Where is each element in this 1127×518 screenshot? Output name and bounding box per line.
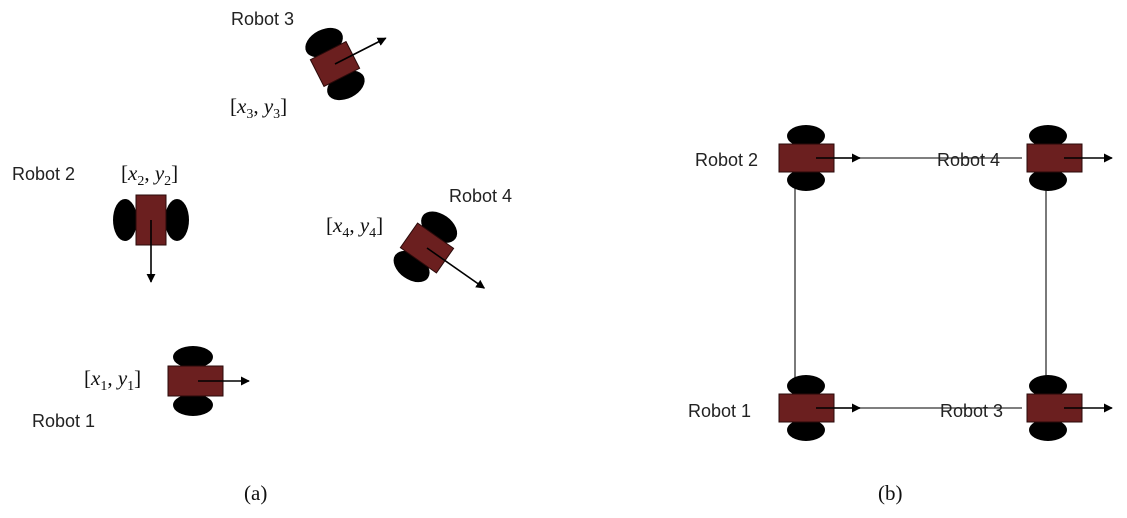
heading-arrow-icon — [426, 247, 486, 289]
robot-4-a: Robot 4 [x4, y4] — [326, 186, 512, 289]
robot-1-label: Robot 1 — [32, 411, 95, 431]
robot-3-a: Robot 3 [x3, y3] — [230, 9, 387, 122]
robot-1-b-label: Robot 1 — [688, 401, 751, 421]
robot-4-coord: [x4, y4] — [326, 213, 383, 241]
wheel-icon — [787, 169, 825, 191]
robot-1-coord: [x1, y1] — [84, 366, 141, 394]
heading-arrow-icon — [334, 37, 387, 65]
wheel-icon — [113, 199, 137, 241]
robot-1-b: Robot 1 — [688, 375, 861, 441]
wheel-icon — [165, 199, 189, 241]
panel-b: Robot 2 Robot 4 Robot 1 — [688, 125, 1113, 505]
panel-a-caption: (a) — [244, 481, 267, 505]
wheel-icon — [787, 125, 825, 147]
wheel-icon — [173, 346, 213, 368]
robot-3-label: Robot 3 — [231, 9, 294, 29]
robot-3-b-label: Robot 3 — [940, 401, 1003, 421]
wheel-icon — [173, 394, 213, 416]
robot-2-label: Robot 2 — [12, 164, 75, 184]
robot-4-label: Robot 4 — [449, 186, 512, 206]
wheel-icon — [1029, 375, 1067, 397]
robot-4-b: Robot 4 — [937, 125, 1113, 191]
robot-2-a: Robot 2 [x2, y2] — [12, 161, 189, 283]
robot-2-b-label: Robot 2 — [695, 150, 758, 170]
robot-2-b: Robot 2 — [695, 125, 861, 191]
wheel-icon — [1029, 419, 1067, 441]
wheel-icon — [787, 419, 825, 441]
panel-b-caption: (b) — [878, 481, 903, 505]
robot-4-b-label: Robot 4 — [937, 150, 1000, 170]
wheel-icon — [787, 375, 825, 397]
robot-3-b: Robot 3 — [940, 375, 1113, 441]
robot-3-coord: [x3, y3] — [230, 94, 287, 122]
wheel-icon — [1029, 169, 1067, 191]
robot-1-a: [x1, y1] Robot 1 — [32, 346, 250, 431]
wheel-icon — [1029, 125, 1067, 147]
robot-2-coord: [x2, y2] — [121, 161, 178, 189]
panel-a: Robot 3 [x3, y3] Robot 2 [x2, y2] Robot … — [12, 9, 512, 505]
